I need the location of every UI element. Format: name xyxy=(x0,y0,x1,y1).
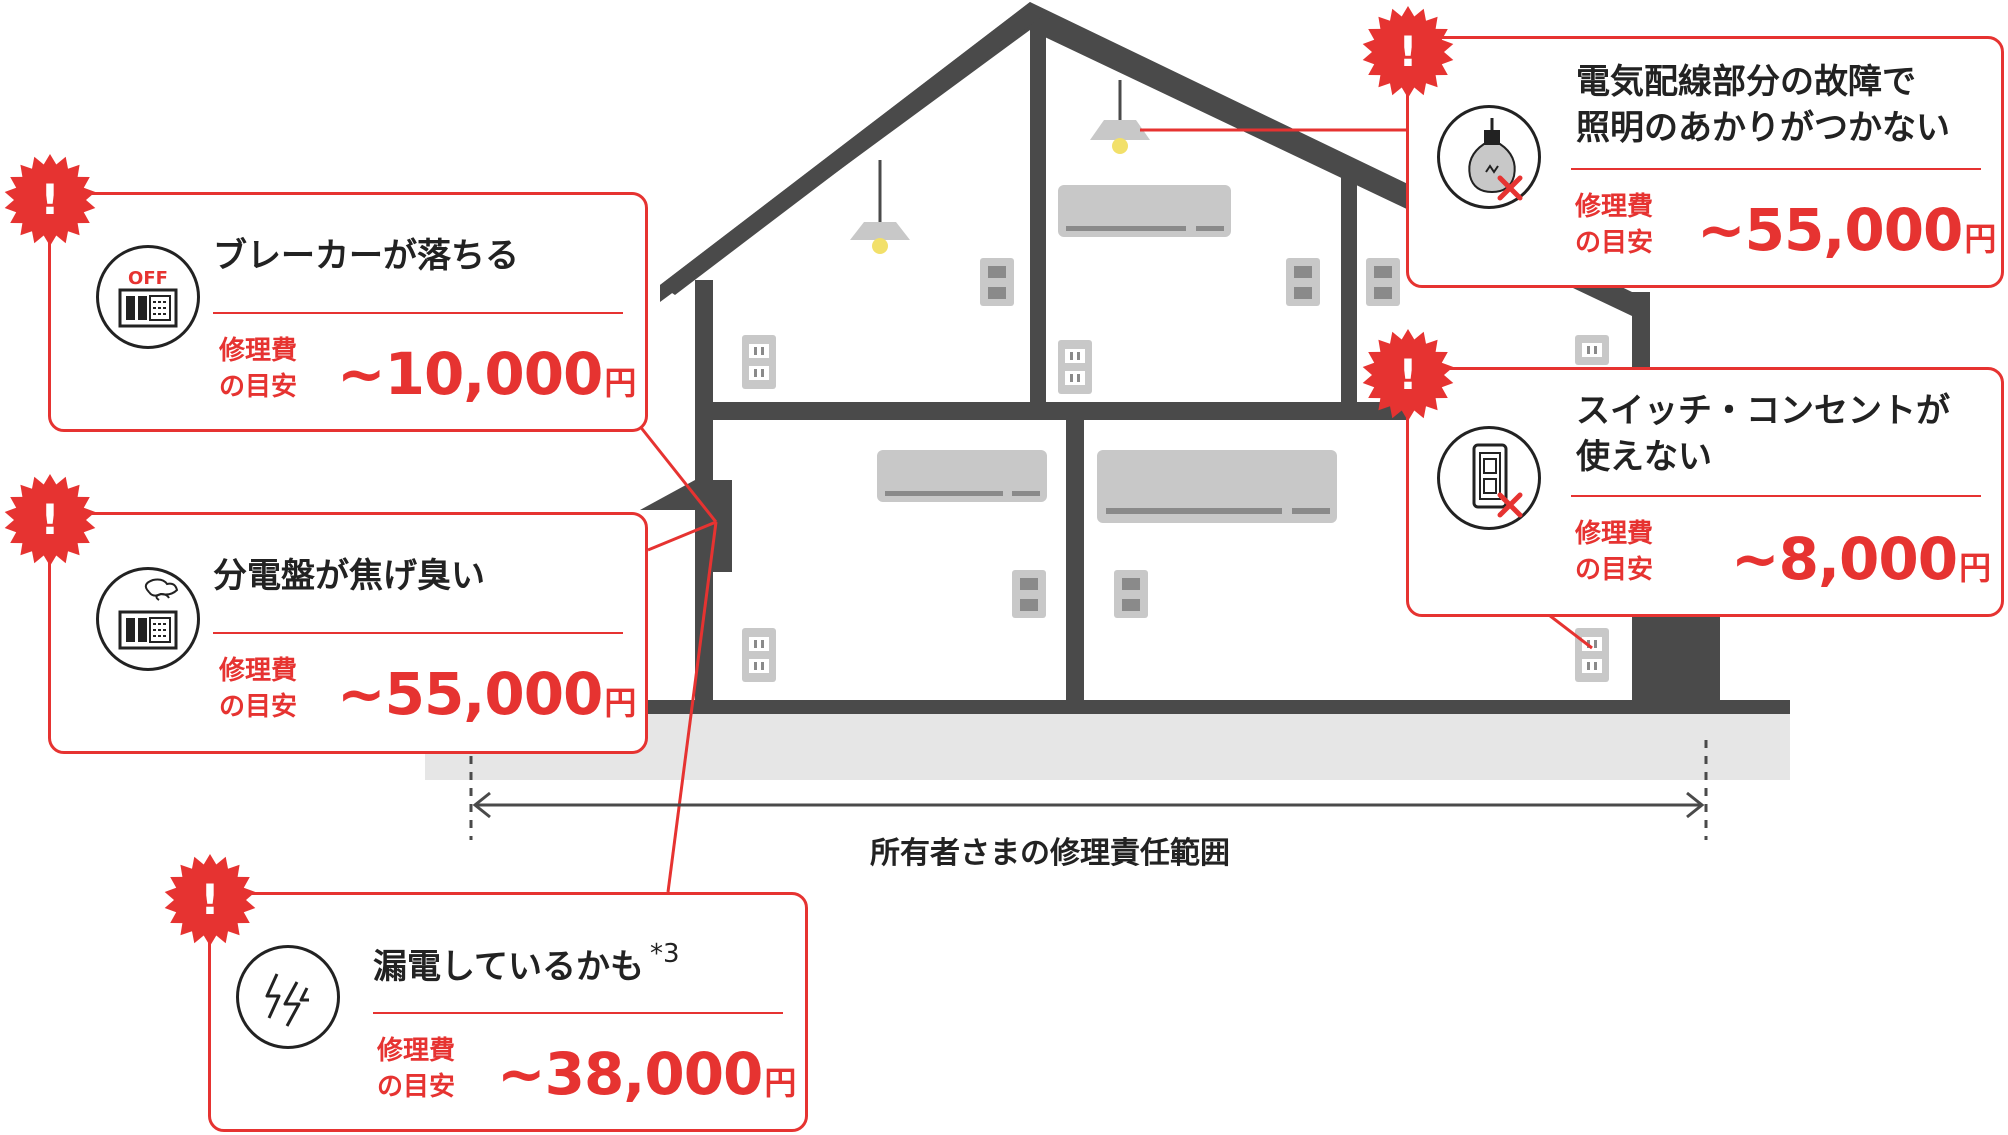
broken-bulb-icon xyxy=(1437,105,1541,209)
pendant-lamp-top xyxy=(1090,80,1150,154)
callout-lines xyxy=(633,128,1593,893)
responsibility-range-label: 所有者さまの修理責任範囲 xyxy=(870,836,1230,871)
svg-text:!: ! xyxy=(200,875,219,924)
air-conditioner-upper xyxy=(1058,185,1231,237)
alert-burst-icon: ! xyxy=(2,472,98,568)
cost-estimate-label: 修理費の目安 xyxy=(1575,192,1654,258)
callout-title: ブレーカーが落ちる xyxy=(213,236,519,276)
cost-estimate-label: 修理費の目安 xyxy=(377,1036,456,1102)
foundation-line xyxy=(425,700,1790,714)
callout-divider xyxy=(213,312,623,314)
callout-divider xyxy=(373,1012,783,1014)
lightning-icon xyxy=(236,945,340,1049)
callout-divider xyxy=(1571,168,1981,170)
callout-switch-outlet-failure: スイッチ・コンセントが 使えない 修理費の目安 ~8,000円 xyxy=(1406,367,2004,617)
callout-title: 分電盤が焦げ臭い xyxy=(213,556,485,596)
callout-divider xyxy=(213,632,623,634)
responsibility-range-arrow xyxy=(469,740,1708,840)
svg-text:!: ! xyxy=(1398,27,1417,76)
cost-value: ~55,000円 xyxy=(1697,196,1997,264)
cost-estimate-label: 修理費の目安 xyxy=(219,336,298,402)
cost-value: ~55,000円 xyxy=(337,660,637,728)
svg-text:!: ! xyxy=(1398,350,1417,399)
footnote-marker: *3 xyxy=(649,939,680,969)
cost-value: ~38,000円 xyxy=(497,1040,797,1108)
air-conditioner-lower-left xyxy=(877,450,1047,502)
alert-burst-icon: ! xyxy=(1360,4,1456,100)
callout-electric-leakage: 漏電しているかも*3 修理費の目安 ~38,000円 xyxy=(208,892,808,1132)
cost-value: ~8,000円 xyxy=(1731,525,1992,593)
breaker-off-icon: OFF xyxy=(96,245,200,349)
callout-panel-burning-smell: 分電盤が焦げ臭い 修理費の目安 ~55,000円 xyxy=(48,512,648,754)
air-conditioner-lower-right xyxy=(1097,450,1337,523)
cost-estimate-label: 修理費の目安 xyxy=(1575,519,1654,585)
cost-estimate-label: 修理費の目安 xyxy=(219,656,298,722)
callout-title: スイッチ・コンセントが 使えない xyxy=(1576,391,1950,477)
callout-breaker-trips: OFF ブレーカーが落ちる 修理費の目安 ~10,000円 xyxy=(48,192,648,432)
callout-title: 電気配線部分の故障で 照明のあかりがつかない xyxy=(1576,62,1950,148)
ground xyxy=(425,712,1790,780)
burning-panel-icon xyxy=(96,567,200,671)
alert-burst-icon: ! xyxy=(2,152,98,248)
svg-text:!: ! xyxy=(40,495,59,544)
alert-burst-icon: ! xyxy=(162,852,258,948)
callout-divider xyxy=(1571,495,1981,497)
callout-title: 漏電しているかも*3 xyxy=(373,939,680,987)
callout-lighting-failure: 電気配線部分の故障で 照明のあかりがつかない 修理費の目安 ~55,000円 xyxy=(1406,36,2004,288)
cost-value: ~10,000円 xyxy=(337,340,637,408)
roof xyxy=(660,2,1632,316)
alert-burst-icon: ! xyxy=(1360,327,1456,423)
svg-text:!: ! xyxy=(40,175,59,224)
broken-outlet-icon xyxy=(1437,426,1541,530)
pendant-lamp-left xyxy=(850,160,910,254)
svg-text:OFF: OFF xyxy=(128,268,168,289)
